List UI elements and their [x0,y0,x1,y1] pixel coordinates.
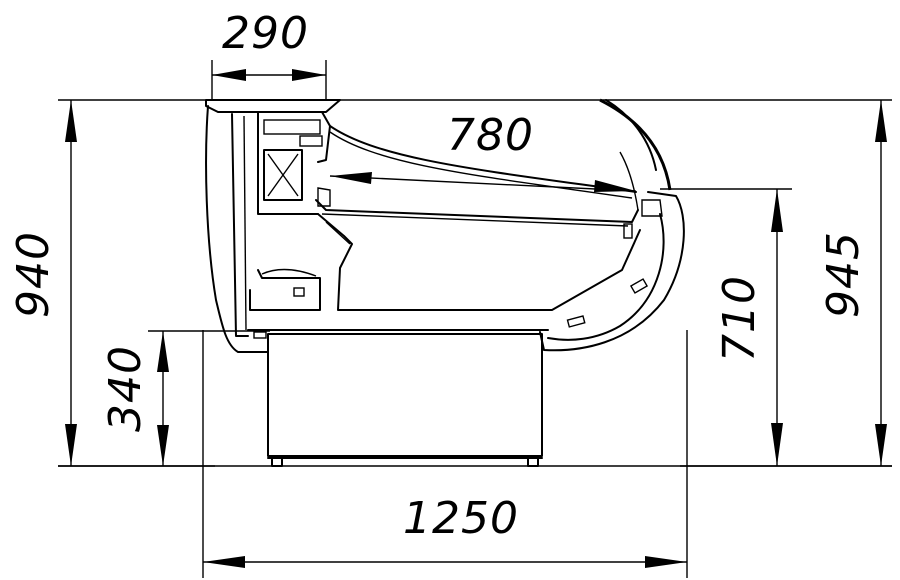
arrowhead [771,423,783,466]
foot-right [527,457,539,467]
arrowhead [65,100,77,142]
arrowhead [292,69,326,81]
compressor-box [263,149,303,201]
dimension-label-940: 940 [8,231,59,318]
display-shelf [315,199,639,223]
box-cross-line [267,153,299,197]
arrowhead [157,331,169,372]
arrowhead [330,172,372,184]
dimension-label-1250: 1250 [403,493,519,544]
drain-plug [253,331,267,339]
front-lower-panel [539,191,685,352]
top-cover [205,99,341,113]
arrowhead [65,424,77,466]
fixture [293,287,305,297]
dimension-label-780: 780 [447,110,534,161]
dimension-line [329,175,637,192]
dimension-1250: 1250 [202,330,688,578]
arrowhead [594,180,636,192]
rear-inner-wall [231,113,249,337]
front-vent [629,278,649,294]
tub-edge [325,221,351,245]
arrowhead [203,556,245,568]
lower-shelf-slope [261,268,317,277]
clip [317,187,331,207]
bracket [299,135,323,147]
front-bracket [641,199,663,217]
product-tub [317,213,641,311]
sloped-top-glass [329,125,637,193]
dimension-label-945: 945 [818,231,869,318]
display-shelf-under [321,213,629,227]
arrowhead [875,424,887,466]
lower-shelf [249,269,321,311]
curved-front-glass [599,98,672,191]
dimension-label-340: 340 [100,345,151,432]
arrowhead [875,100,887,142]
dimension-780: 780 [329,110,637,192]
front-vent [566,315,586,328]
arrowhead [157,425,169,466]
curved-glass-inner [605,99,657,171]
base-cabinet [267,333,543,457]
front-lower-panel-inner [547,213,665,341]
arrowhead [645,556,687,568]
dimension-340: 340 [100,330,270,466]
rear-glass-frame [317,111,331,163]
front-clip [623,223,633,239]
dimension-label-710: 710 [714,275,765,362]
dimension-label-290: 290 [222,8,309,59]
sloped-top-glass-inner [329,131,633,199]
rear-outer-wall [205,105,269,353]
arrowhead [771,189,783,232]
glass-hinge [619,151,639,211]
dimension-710: 710 [660,188,792,467]
storage-compartment [257,111,319,215]
rear-panel-line [243,115,247,331]
foot-left [271,457,283,467]
lamp-housing [263,119,321,135]
display-case-body [58,98,892,467]
arrowhead [212,69,246,81]
dimension-290: 290 [211,8,327,100]
dimension-945: 945 [340,99,892,467]
